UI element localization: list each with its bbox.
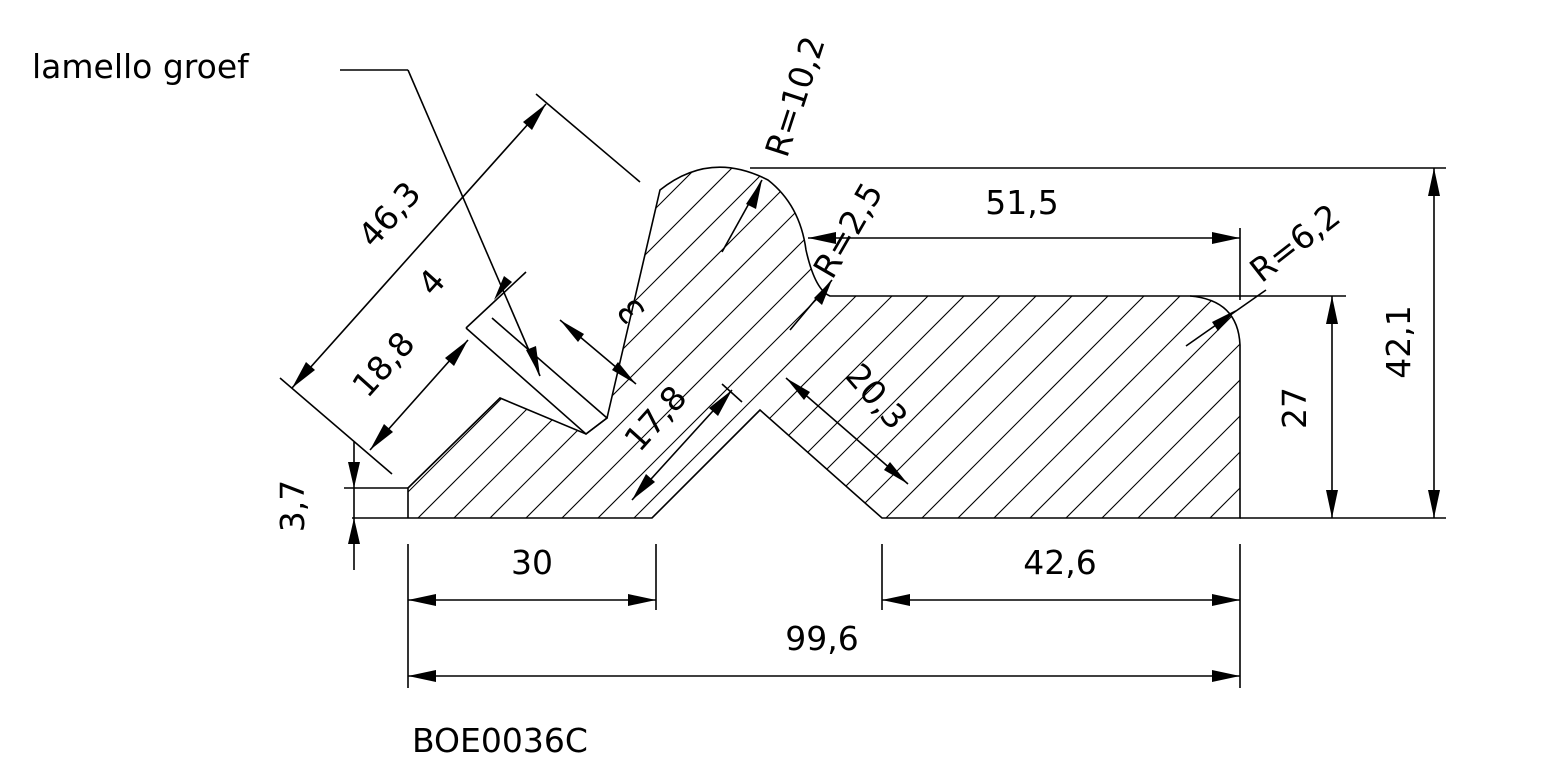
arrowhead <box>882 594 910 606</box>
arrowhead <box>884 462 908 484</box>
arrowhead <box>370 424 393 450</box>
drawing-code-label: BOE0036C <box>412 721 588 760</box>
arrowhead <box>1212 594 1240 606</box>
hatch-line <box>1131 167 1240 518</box>
top-width-label: 51,5 <box>985 183 1058 222</box>
arrowhead <box>628 594 656 606</box>
groove-width-dim-line <box>465 271 527 329</box>
arrowhead <box>560 320 584 342</box>
radius-top-label: R=10,2 <box>757 31 832 161</box>
lamello-groove <box>465 317 609 436</box>
arrowhead <box>348 518 360 544</box>
arrowhead <box>445 340 468 366</box>
note-leader-diagonal <box>407 69 541 377</box>
radius-inner-label: R=2,5 <box>805 176 890 285</box>
arrowhead <box>746 180 762 209</box>
slope-length-dim-line <box>291 103 547 389</box>
hatch-line <box>951 167 1240 518</box>
arrowhead <box>709 390 732 416</box>
hatch-line <box>735 167 1157 518</box>
right-height-label: 27 <box>1275 387 1314 429</box>
arrowhead <box>808 232 836 244</box>
arrowhead <box>523 104 546 130</box>
hatch-line <box>987 167 1240 518</box>
arrowhead <box>1212 232 1240 244</box>
hatch-line <box>555 167 977 518</box>
overall-width-label: 99,6 <box>785 619 858 658</box>
hatch-line <box>408 167 689 518</box>
slope-length-label: 46,3 <box>350 174 428 255</box>
arrowhead <box>632 474 655 500</box>
hatch-line <box>408 167 545 518</box>
hatch-line <box>879 167 1240 518</box>
profile-outline <box>407 166 1241 519</box>
notch-slope-label: 20,3 <box>838 356 916 437</box>
slope-length-extension-bottom <box>279 377 393 475</box>
arrowhead <box>408 670 436 682</box>
arrowhead <box>1326 490 1338 518</box>
arrowhead <box>814 280 832 305</box>
groove-width-label: 4 <box>410 261 453 303</box>
hatch-line <box>591 167 1013 518</box>
hatch-line <box>0 140 400 560</box>
gap-slope-label: 17,8 <box>616 378 694 459</box>
bottom-right-label: 42,6 <box>1023 543 1096 582</box>
hatch-line <box>408 167 797 518</box>
arrowhead <box>1428 490 1440 518</box>
hatch-line <box>408 167 725 518</box>
gap-slope-extension <box>721 383 743 403</box>
arrowhead <box>494 276 512 300</box>
arrowhead <box>526 346 540 376</box>
hatch-line <box>447 167 869 518</box>
left-height-label: 3,7 <box>273 480 312 532</box>
arrowhead <box>408 594 436 606</box>
hatch-line <box>771 167 1193 518</box>
groove-offset-label: 18,8 <box>344 324 422 405</box>
arrowhead <box>1212 310 1236 331</box>
hatch-line <box>915 167 1240 518</box>
arrowhead <box>348 462 360 488</box>
arrowhead <box>1428 168 1440 196</box>
arrowhead <box>1326 296 1338 324</box>
slope-length-extension-top <box>535 93 641 183</box>
arrowhead <box>292 362 315 388</box>
arrowhead <box>1212 670 1240 682</box>
lamello-groef-note: lamello groef <box>32 47 250 86</box>
overall-height-label: 42,1 <box>1379 305 1418 378</box>
arrowhead <box>612 362 636 384</box>
arrowhead <box>786 378 810 400</box>
bottom-left-label: 30 <box>511 543 553 582</box>
hatch-line <box>1059 167 1240 518</box>
hatch-line <box>1023 167 1240 518</box>
hatch-line <box>1095 167 1240 518</box>
hatch-line <box>1167 167 1240 518</box>
radius-corner-label: R=6,2 <box>1242 196 1347 290</box>
